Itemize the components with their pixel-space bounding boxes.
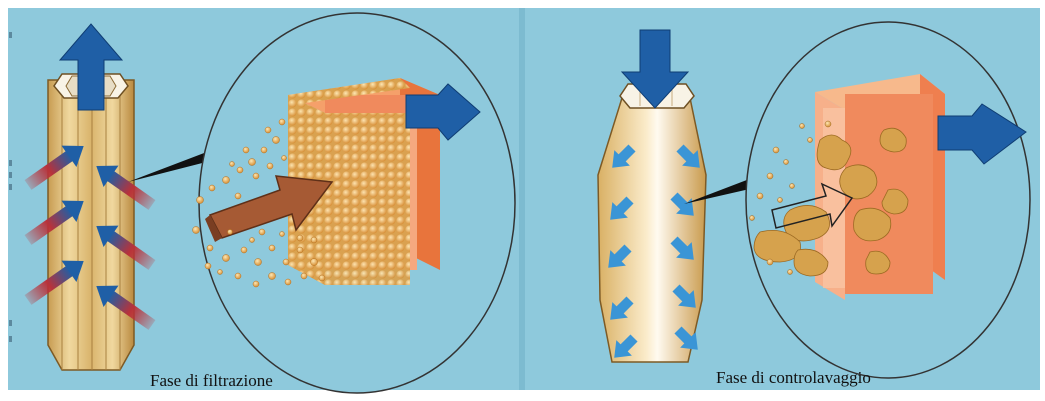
zoom-circle-right — [746, 22, 1030, 378]
caption-filtration-phase: Fase di filtrazione — [150, 371, 273, 391]
caption-backwash-phase: Fase di controlavaggio — [716, 368, 871, 388]
filter-cartridge-right — [598, 84, 706, 362]
